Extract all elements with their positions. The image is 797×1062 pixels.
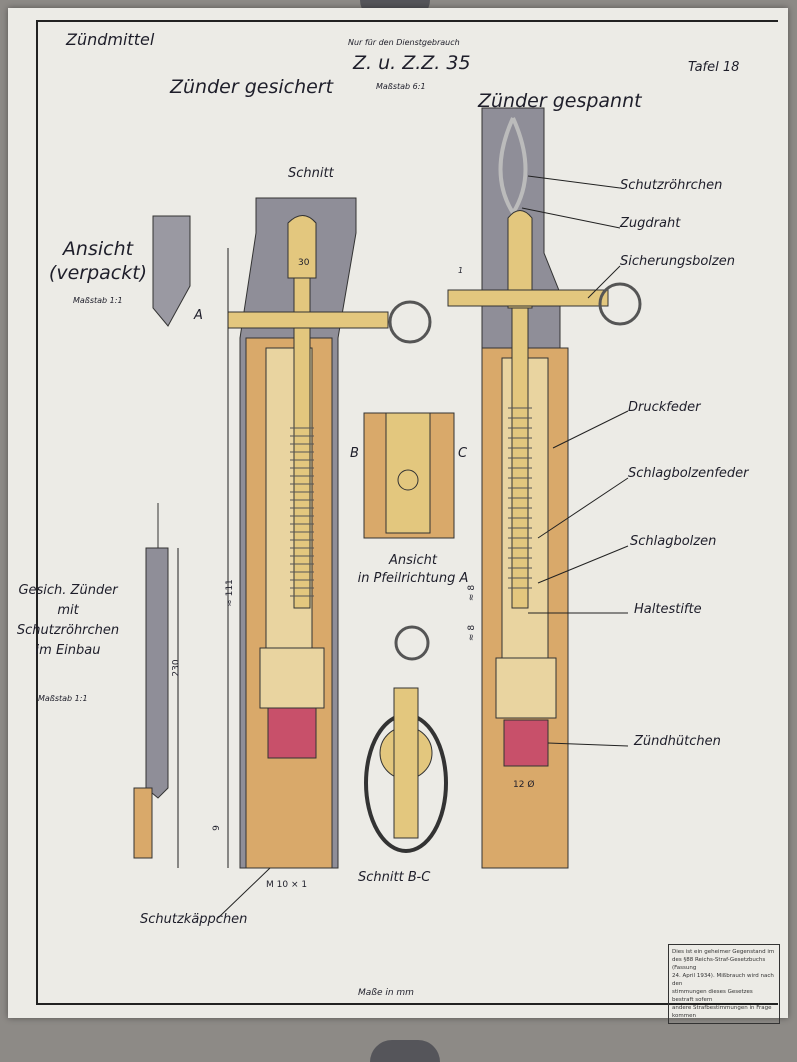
footer-units: Maße in mm [358, 988, 414, 998]
right-pull-ring [598, 282, 642, 326]
left-safety-pin [227, 311, 389, 329]
technical-drawing [133, 107, 642, 919]
arrow-view-label-2: in Pfeilrichtung A [357, 571, 469, 586]
part-label-druckfeder: Druckfeder [628, 400, 701, 415]
right-safety-pin [447, 289, 609, 307]
section-title: Zündmittel [66, 30, 155, 49]
poster: Zündmittel Nur für den Dienstgebrauch Z.… [8, 8, 788, 1024]
packed-view-drawing [152, 215, 191, 327]
section-bc-label: Schnitt B-C [358, 870, 431, 885]
arrow-view-label-1: Ansicht [388, 553, 437, 568]
dim-8b: ≈ 8 [467, 624, 478, 642]
packed-view-title-2: (verpackt) [48, 262, 148, 284]
installed-label-3: Schutzröhrchen [16, 623, 120, 638]
part-label-schlagbolzenfeder: Schlagbolzenfeder [628, 466, 749, 481]
cap-label: Schutzkäppchen [140, 912, 248, 927]
left-striker-head [287, 215, 317, 279]
installed-view-drawing [145, 547, 169, 799]
packed-view-scale: Maßstab 1:1 [73, 296, 123, 305]
dim-111: ≈ 111 [224, 579, 235, 607]
notice-line: andere Strafbestimmungen in Frage kommen [672, 1005, 772, 1019]
left-view-title: Zünder gesichert [170, 76, 334, 98]
installed-view-brass [133, 787, 153, 859]
drawing-title: Z. u. Z.Z. 35 [353, 52, 471, 74]
part-label-zuendhuetchen: Zündhütchen [634, 734, 721, 749]
part-label-haltestifte: Haltestifte [634, 602, 702, 617]
right-view-title: Zünder gespannt [478, 90, 642, 112]
part-label-zugdraht: Zugdraht [620, 216, 681, 231]
notice-line: des §88 Reichs-Straf-Gesetzbuchs (Fassun… [672, 957, 766, 971]
section-label: Schnitt [288, 166, 334, 181]
notice-line: 24. April 1934). Mißbrauch wird nach den [672, 973, 774, 987]
notice-line: Dies ist ein geheimer Gegenstand im [672, 949, 775, 955]
installed-scale: Maßstab 1:1 [38, 694, 88, 703]
poster-frame [36, 20, 778, 1005]
left-striker-rod [293, 277, 311, 609]
notice-line: stimmungen dieses Gesetzes bestraft sofe… [672, 989, 753, 1003]
plate-number: Tafel 18 [688, 60, 740, 75]
main-scale: Maßstab 6:1 [376, 82, 426, 91]
right-spring [508, 407, 532, 589]
leader-lines [177, 175, 629, 919]
marker-b: B [350, 446, 359, 461]
secrecy-notice: Dies ist ein geheimer Gegenstand im des … [668, 944, 780, 1024]
restriction-note: Nur für den Dienstgebrauch [348, 38, 460, 47]
dim-230: 230 [171, 659, 182, 677]
marker-1: 1 [458, 266, 464, 275]
dim-12: 12 Ø [513, 780, 535, 790]
left-primer [267, 707, 317, 759]
marker-a: A [194, 308, 203, 323]
dim-thread: M 10 × 1 [266, 880, 308, 890]
part-label-schlagbolzen: Schlagbolzen [630, 534, 717, 549]
right-primer [503, 719, 549, 767]
installed-label-4: im Einbau [35, 643, 101, 658]
dim-30: 30 [298, 258, 310, 268]
dim-9: 9 [211, 825, 222, 831]
installed-label-1: Gesich. Zünder [18, 583, 118, 598]
dim-8a: ≈ 8 [467, 584, 478, 602]
left-lower-body [259, 647, 325, 709]
installed-label-2: mit [57, 603, 79, 618]
part-label-sicherungsbolzen: Sicherungsbolzen [620, 254, 735, 269]
packed-view-title: Ansicht [62, 238, 134, 260]
left-spring [290, 427, 314, 597]
right-lower-body [495, 657, 557, 719]
part-label-schutzroehrchen: Schutzröhrchen [620, 178, 723, 193]
left-pull-ring [388, 300, 432, 344]
marker-c: C [458, 446, 468, 461]
hanger-knob-bottom [370, 1040, 440, 1062]
